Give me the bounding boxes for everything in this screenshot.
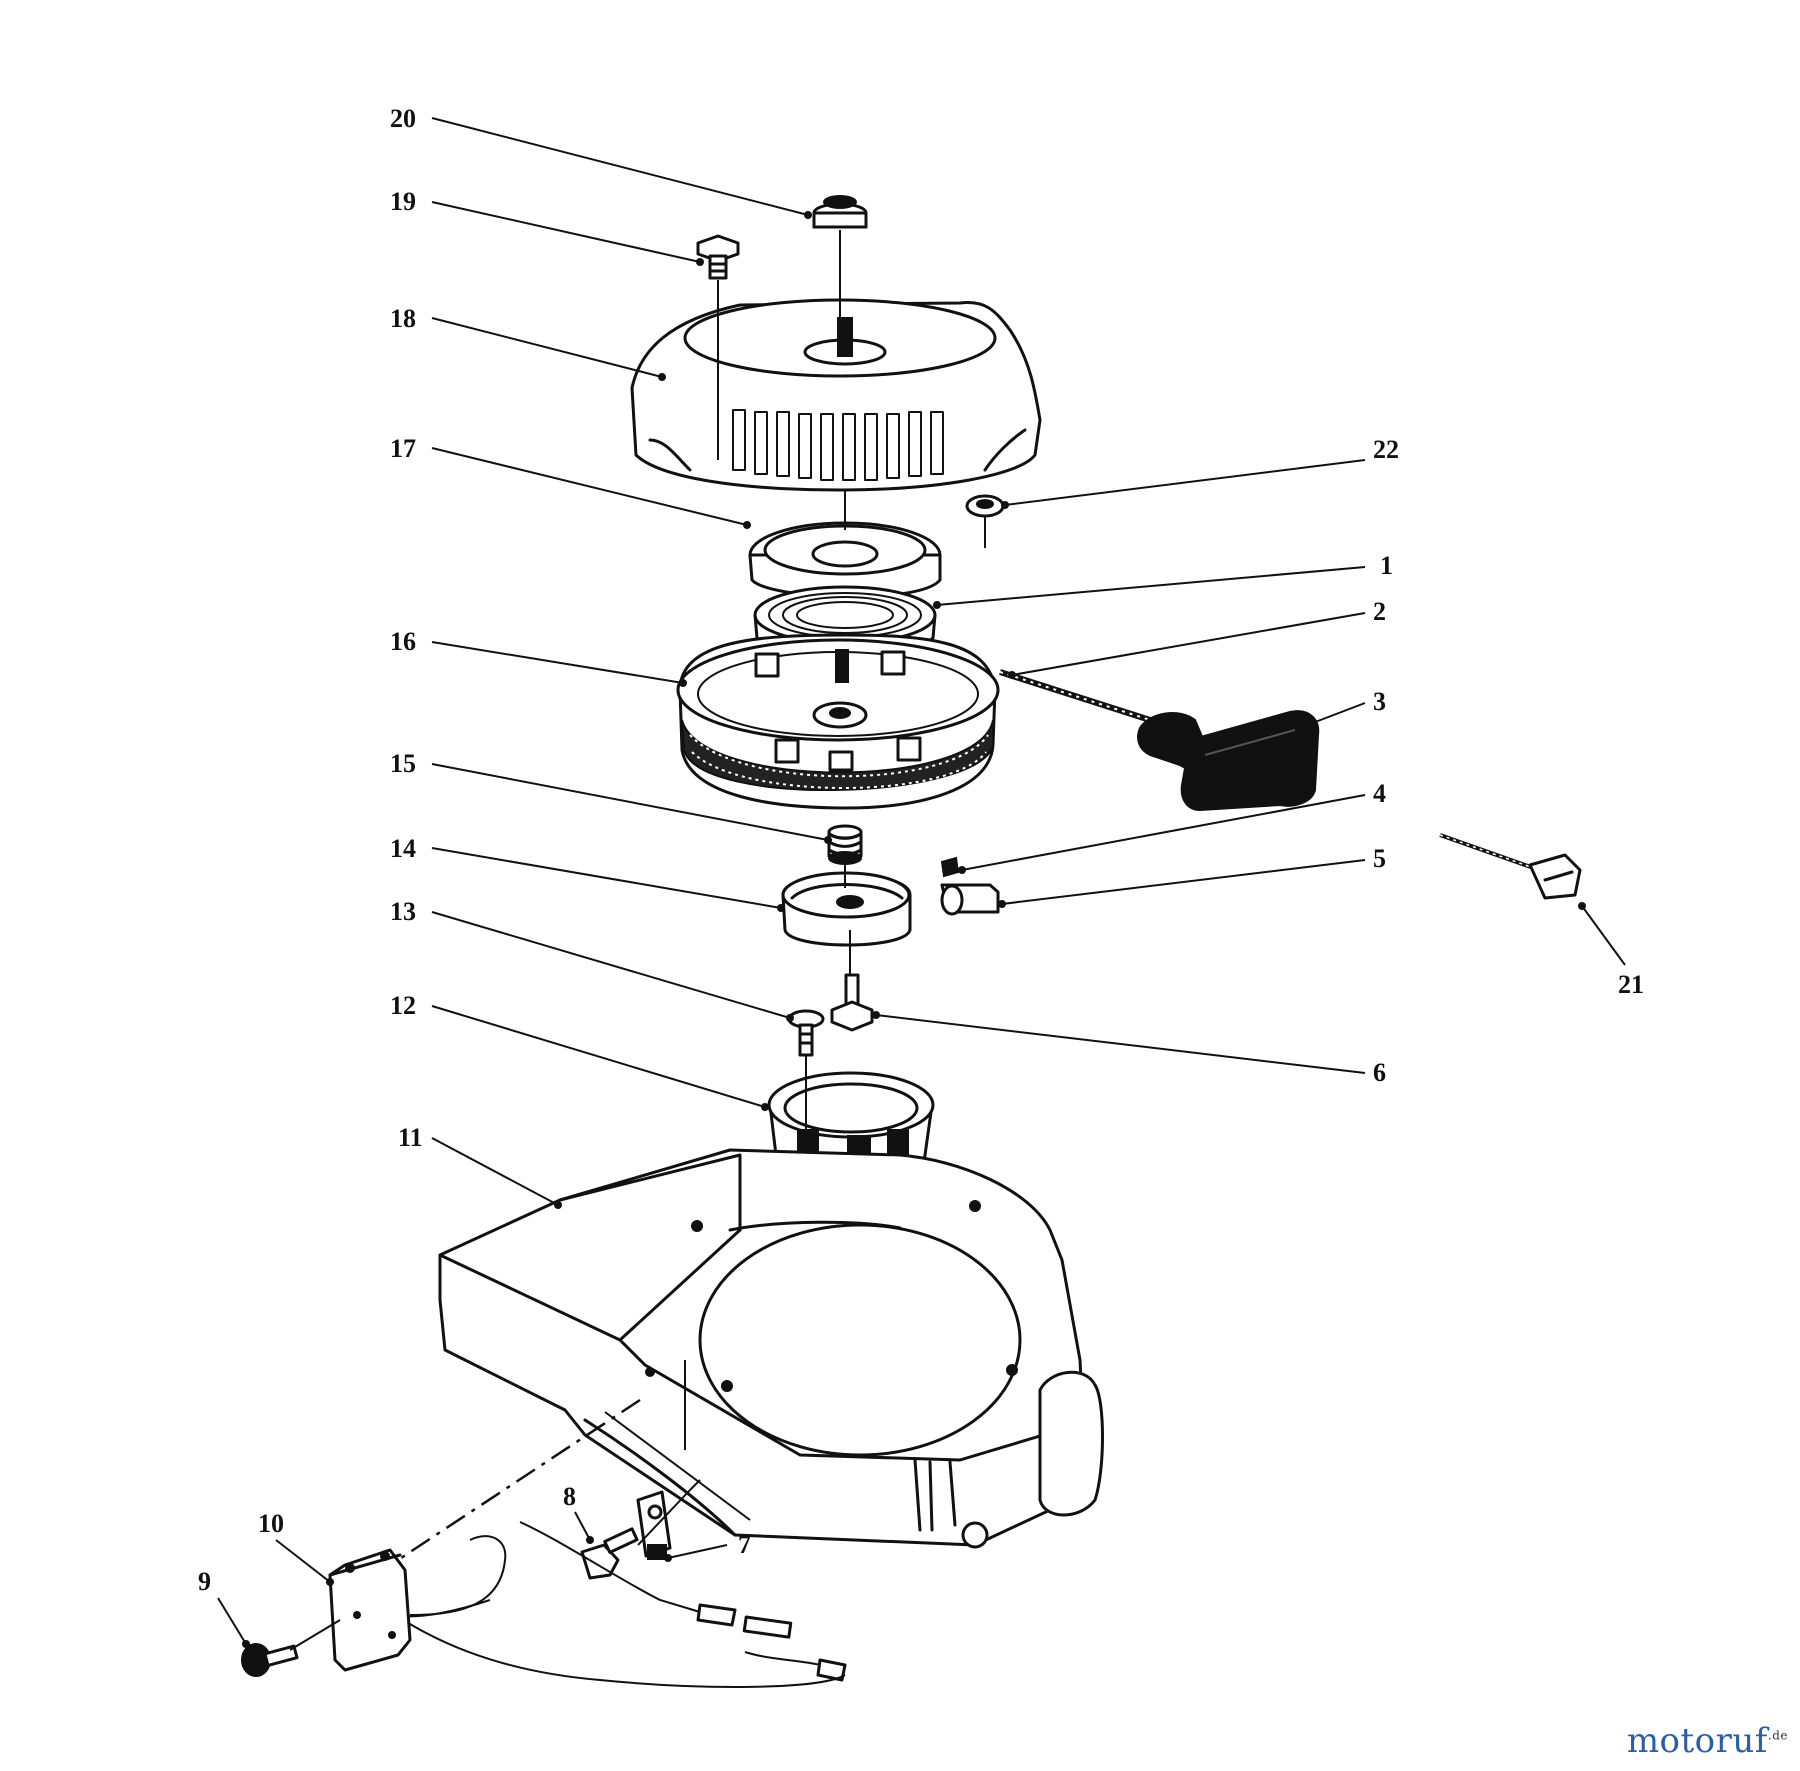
callout-19: 19 <box>390 187 416 216</box>
watermark-logo: motoruf.de <box>1627 1721 1788 1761</box>
assembly-centerlines <box>289 230 851 1651</box>
leader-lines <box>217 117 1626 1648</box>
callout-8: 8 <box>563 1482 576 1511</box>
callout-7: 7 <box>738 1530 751 1559</box>
part-19-screw <box>696 234 740 280</box>
callout-21: 21 <box>1618 970 1644 999</box>
part-18-starter-housing <box>630 298 1042 492</box>
callout-20: 20 <box>390 104 416 133</box>
callout-18: 18 <box>390 304 416 333</box>
part-10-module <box>328 1535 507 1672</box>
part-15-spring <box>827 824 863 865</box>
callout-2: 2 <box>1373 597 1386 626</box>
watermark-text: motoruf <box>1626 1721 1768 1761</box>
part-13-screw <box>787 1009 825 1057</box>
part-4-clip <box>940 856 960 878</box>
part-7-bracket <box>636 1490 672 1560</box>
callout-17: 17 <box>390 434 416 463</box>
part-16-pulley <box>676 633 1000 810</box>
part-8-screw <box>580 1527 639 1580</box>
callout-labels: 20 19 18 17 16 15 14 13 12 11 22 1 2 3 4… <box>198 104 1644 1596</box>
callout-12: 12 <box>390 991 416 1020</box>
part-9-screw <box>241 1643 299 1677</box>
part-2-rope <box>999 669 1151 723</box>
callout-6: 6 <box>1373 1058 1386 1087</box>
callout-11: 11 <box>398 1123 423 1152</box>
callout-9: 9 <box>198 1567 211 1596</box>
part-3-handle <box>1137 710 1320 812</box>
ignition-wire <box>394 1521 847 1688</box>
part-17-pulley-cover <box>748 521 942 599</box>
part-20-cap <box>812 195 868 229</box>
part-14-cam-dog <box>781 871 912 947</box>
callout-1: 1 <box>1380 551 1393 580</box>
callout-10: 10 <box>258 1509 284 1538</box>
callout-3: 3 <box>1373 687 1386 716</box>
part-11-blower-housing <box>438 1148 1104 1549</box>
callout-13: 13 <box>390 897 416 926</box>
callout-22: 22 <box>1373 435 1399 464</box>
callout-15: 15 <box>390 749 416 778</box>
part-5-pawl <box>940 883 1000 916</box>
watermark-suffix: .de <box>1767 1728 1788 1743</box>
callout-14: 14 <box>390 834 416 863</box>
callout-16: 16 <box>390 627 416 656</box>
callout-4: 4 <box>1373 779 1386 808</box>
part-22-washer <box>965 494 1005 548</box>
callout-5: 5 <box>1373 844 1386 873</box>
part-21-rod <box>1439 833 1582 900</box>
part-6-shoulder-screw <box>830 973 874 1032</box>
